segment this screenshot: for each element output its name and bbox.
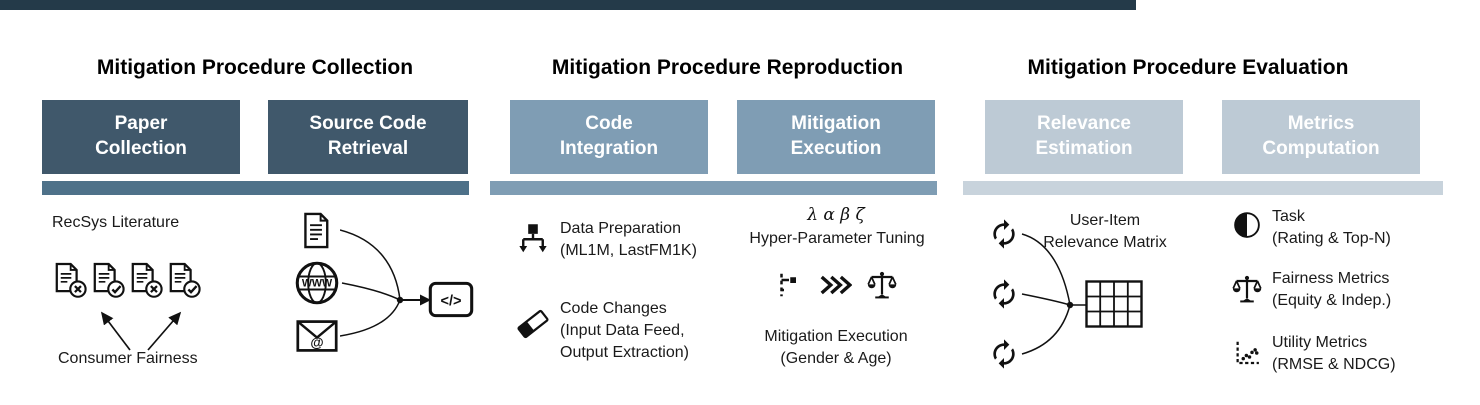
stage-label-line2: Integration (559, 138, 659, 159)
relevance-matrix-label-1: User-Item (1069, 212, 1141, 229)
stage-label-line1: Source Code (309, 113, 427, 135)
brain-icon (1234, 212, 1260, 238)
execution-icons-row (737, 268, 935, 302)
www-label: WWW (302, 277, 333, 289)
refresh-icon (993, 279, 1015, 309)
fairness-metrics-label: Fairness Metrics (1272, 270, 1390, 287)
stage-label-line1: Relevance (1036, 113, 1131, 135)
stage-label-line2: Retrieval (327, 138, 409, 159)
code-icon: </> (428, 281, 474, 318)
section-bar-evaluation (963, 181, 1443, 195)
stage-source-code-retrieval: Source Code Retrieval (268, 100, 468, 174)
stage-metrics-computation: Metrics Computation (1222, 100, 1420, 174)
consumer-fairness-label: Consumer Fairness (58, 350, 198, 367)
data-preparation-label: Data Preparation (560, 220, 681, 237)
doc-check-icon (169, 262, 201, 298)
web-icon: WWW (295, 261, 339, 305)
data-preparation-sublabel: (ML1M, LastFM1K) (560, 242, 697, 259)
stage-label-line1: Mitigation (791, 113, 881, 135)
stage-label-line2: Estimation (1035, 138, 1133, 159)
doc-check-icon (93, 262, 125, 298)
stage-label-line2: Execution (790, 138, 882, 159)
code-changes-sublabel-1: (Input Data Feed, (560, 322, 685, 339)
matrix-grid-icon (1085, 280, 1143, 328)
relevance-merge-connector (1021, 233, 1088, 355)
stage-mitigation-execution: Mitigation Execution (737, 100, 935, 174)
section-title-collection: Mitigation Procedure Collection (96, 56, 414, 79)
stage-label-line2: Collection (95, 138, 187, 159)
stage-label-line1: Paper (114, 113, 168, 135)
doc-x-icon (131, 262, 163, 298)
section-title-evaluation: Mitigation Procedure Evaluation (1027, 56, 1349, 79)
stage-code-integration: Code Integration (510, 100, 708, 174)
refresh-icon (993, 339, 1015, 369)
stage-paper-collection: Paper Collection (42, 100, 240, 174)
refresh-icon (993, 219, 1015, 249)
scales-icon (1232, 275, 1262, 303)
code-symbol: </> (440, 294, 461, 310)
hyper-parameter-tuning-label: Hyper-Parameter Tuning (749, 230, 925, 247)
at-symbol: @ (310, 335, 323, 350)
recsys-literature-label: RecSys Literature (52, 214, 180, 231)
task-sublabel: (Rating & Top-N) (1272, 230, 1391, 247)
doc-x-icon (55, 262, 87, 298)
stage-relevance-estimation: Relevance Estimation (985, 100, 1183, 174)
scales-icon (867, 271, 897, 299)
section-title-reproduction: Mitigation Procedure Reproduction (551, 56, 904, 79)
code-changes-sublabel-2: Output Extraction) (560, 344, 689, 361)
top-accent-bar (0, 0, 1136, 10)
relevance-matrix-label-2: Relevance Matrix (1043, 234, 1167, 251)
section-bar-collection (42, 181, 469, 195)
fairness-metrics-sublabel: (Equity & Indep.) (1272, 292, 1392, 309)
eraser-icon (517, 309, 549, 339)
stage-label-line1: Code (585, 113, 633, 135)
data-preparation-icon (519, 224, 547, 253)
hyper-parameters-symbols: λ α β ζ (807, 205, 865, 225)
stage-label-line1: Metrics (1287, 113, 1355, 135)
process-steps-icon (780, 273, 796, 297)
task-label: Task (1272, 208, 1305, 225)
stage-label-line2: Computation (1262, 138, 1380, 159)
scatter-plot-icon (1236, 341, 1259, 365)
mitigation-execution-label: Mitigation Execution (764, 328, 908, 345)
section-bar-reproduction (490, 181, 937, 195)
mitigation-execution-sublabel: (Gender & Age) (780, 350, 892, 367)
fast-forward-icon (820, 275, 852, 295)
fairness-pointer-arrows (100, 311, 182, 351)
utility-metrics-label: Utility Metrics (1272, 334, 1368, 351)
code-changes-label: Code Changes (560, 300, 667, 317)
paper-icon (304, 212, 329, 249)
sources-merge-connector (340, 229, 431, 337)
email-icon: @ (296, 320, 338, 352)
utility-metrics-sublabel: (RMSE & NDCG) (1272, 356, 1396, 373)
